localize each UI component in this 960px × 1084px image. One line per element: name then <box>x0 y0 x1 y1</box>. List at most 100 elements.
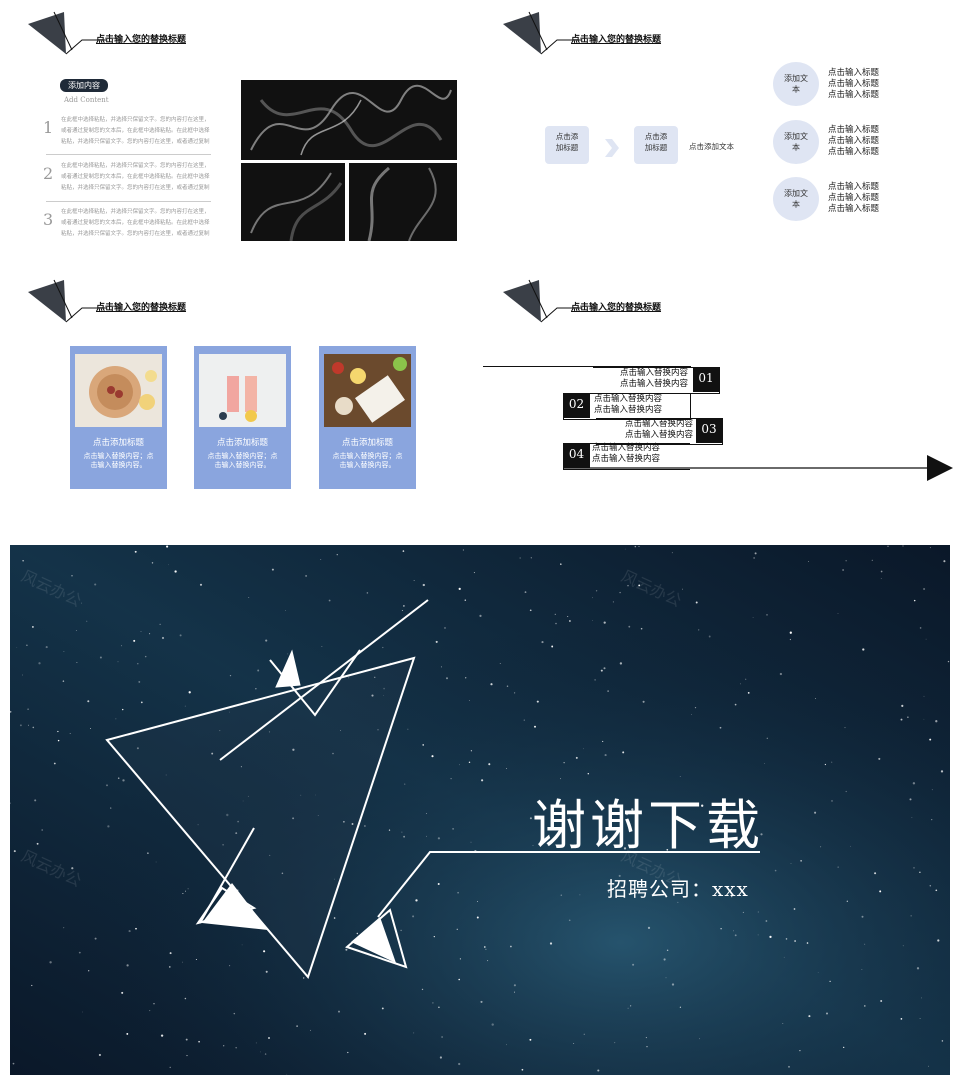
star <box>913 867 915 869</box>
slide-title[interactable]: 点击输入您的替换标题 <box>571 303 662 313</box>
star <box>371 694 374 697</box>
star <box>549 942 553 945</box>
star <box>845 790 847 793</box>
star <box>195 958 197 961</box>
star <box>388 829 391 831</box>
star <box>623 847 627 850</box>
star <box>16 647 18 649</box>
star <box>169 1066 171 1069</box>
star <box>808 1015 811 1018</box>
star <box>814 811 817 814</box>
product-card[interactable]: 点击添加标题 点击输入替换内容；点击输入替换内容。 <box>194 346 291 489</box>
star <box>310 1029 311 1031</box>
star <box>919 1017 921 1020</box>
star <box>161 636 165 640</box>
star <box>332 752 334 755</box>
star <box>336 554 338 556</box>
slide-title[interactable]: 点击输入您的替换标题 <box>571 35 662 45</box>
star <box>799 1049 801 1052</box>
star <box>38 662 41 665</box>
star <box>302 977 305 979</box>
star <box>647 926 651 930</box>
star <box>619 591 621 594</box>
star <box>149 1010 151 1012</box>
star <box>622 751 625 754</box>
triangle-logo-icon <box>28 11 106 55</box>
circle-lines: 点击输入标题 点击输入标题 点击输入标题 <box>828 182 880 214</box>
process-box-2[interactable]: 点击添加标题 <box>634 126 678 164</box>
star <box>401 609 403 612</box>
triangle-logo-icon <box>28 279 106 323</box>
star <box>547 844 549 846</box>
star <box>789 631 792 634</box>
star <box>837 613 839 614</box>
star <box>13 850 16 853</box>
star <box>265 970 268 973</box>
timeline-step-number: 03 <box>696 418 722 443</box>
star <box>912 782 916 785</box>
star <box>764 763 765 764</box>
star <box>817 972 819 973</box>
star <box>403 605 405 607</box>
star <box>415 899 418 902</box>
triangle-logo-icon <box>503 279 581 323</box>
drinks-photo <box>199 354 286 427</box>
star <box>806 942 809 944</box>
star <box>567 615 569 618</box>
star <box>185 1038 188 1041</box>
card-text: 点击输入替换内容；点击输入替换内容。 <box>207 452 278 469</box>
star <box>63 650 65 652</box>
star <box>677 901 679 903</box>
fruits-photo <box>324 354 411 427</box>
process-box-1[interactable]: 点击添加标题 <box>545 126 589 164</box>
star <box>305 574 308 577</box>
star <box>740 683 741 685</box>
star <box>592 597 593 599</box>
star <box>523 719 525 721</box>
star <box>268 731 271 733</box>
product-card[interactable]: 点击添加标题 点击输入替换内容；点击输入替换内容。 <box>319 346 416 489</box>
star <box>438 1006 440 1009</box>
star <box>140 701 143 704</box>
star <box>481 779 484 782</box>
star <box>439 1056 442 1059</box>
star <box>144 655 147 658</box>
star <box>34 799 37 802</box>
star <box>41 829 44 831</box>
star <box>265 639 268 642</box>
star <box>422 744 424 746</box>
star <box>426 813 427 814</box>
star <box>900 1018 903 1020</box>
star <box>880 570 883 573</box>
star <box>431 755 434 758</box>
star <box>943 560 946 563</box>
star <box>808 561 810 562</box>
star <box>640 627 643 630</box>
star <box>919 871 921 874</box>
item-text-3: 在此框中选择粘贴，并选择只保留文字。您的内容打在这里，或者通过复制您的文本后，在… <box>61 209 210 237</box>
star <box>766 737 768 739</box>
star <box>133 639 136 642</box>
slide-title[interactable]: 点击输入您的替换标题 <box>96 303 187 313</box>
content-subtitle: Add Content <box>64 96 109 104</box>
star <box>182 961 183 963</box>
star <box>179 634 182 637</box>
star <box>699 1038 701 1040</box>
star <box>532 845 534 847</box>
smoke-image-top <box>241 80 457 160</box>
card-text: 点击输入替换内容；点击输入替换内容。 <box>332 452 403 469</box>
star <box>638 546 640 547</box>
star <box>879 890 882 893</box>
star <box>71 575 73 577</box>
star <box>603 667 606 670</box>
star <box>929 885 932 887</box>
slide-title[interactable]: 点击输入您的替换标题 <box>96 35 187 45</box>
divider <box>46 201 211 202</box>
product-card[interactable]: 点击添加标题 点击输入替换内容；点击输入替换内容。 <box>70 346 167 489</box>
circle-lines: 点击输入标题 点击输入标题 点击输入标题 <box>828 68 880 100</box>
star <box>437 837 441 840</box>
star <box>19 724 22 727</box>
star <box>587 772 590 775</box>
star <box>134 550 137 553</box>
star <box>229 711 231 713</box>
